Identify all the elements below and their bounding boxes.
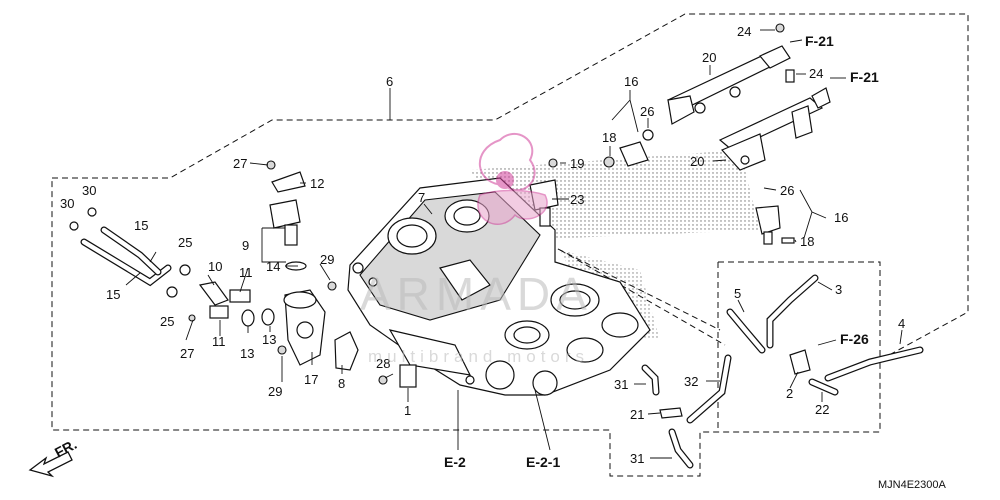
callout-13a: 13 [240,346,254,361]
hose-31b [668,428,694,469]
clip-30a [69,221,79,231]
bolt-24b [785,69,795,83]
callout-31b: 31 [630,451,644,466]
callout-24a: 24 [737,24,751,39]
fuel-rail-lower [718,87,831,171]
fitting-11a [229,289,251,303]
callout-18b: 18 [800,234,814,249]
bracket-12 [266,160,306,193]
ref-f21-lower: F-21 [850,69,879,85]
callout-17: 17 [304,372,318,387]
callout-11b: 11 [212,334,226,349]
joint-2 [789,349,811,375]
callout-16b: 16 [834,210,848,225]
ref-e2: E-2 [444,454,466,470]
callout-9: 9 [242,238,249,253]
callout-26a: 26 [640,104,654,119]
callout-28: 28 [376,356,390,371]
callout-26b: 26 [780,183,794,198]
assembly-boundary [51,13,969,477]
callout-30a: 30 [60,196,74,211]
bracket-1 [399,364,417,388]
callout-25b: 25 [160,314,174,329]
callout-2: 2 [786,386,793,401]
ref-f26: F-26 [840,331,869,347]
callout-16a: 16 [624,74,638,89]
gasket-8 [334,331,359,371]
front-direction-arrow: FR. [28,436,79,478]
callout-13b: 13 [262,332,276,347]
callout-27a: 27 [233,156,247,171]
bracket-10 [198,281,229,306]
joint-17 [283,289,326,366]
callout-12: 12 [310,176,324,191]
leader-lines [125,29,903,459]
callout-11a: 11 [239,265,253,280]
clip-30b [87,207,97,217]
ref-f21-upper: F-21 [805,33,834,49]
callout-20b: 20 [690,154,704,169]
callout-10: 10 [208,259,222,274]
callout-1: 1 [404,403,411,418]
fuel-rail-upper [667,45,791,125]
callout-15b: 15 [106,287,120,302]
bolt-24a [775,23,785,33]
callout-15a: 15 [134,218,148,233]
watermark: ARMADA multibrand motors [360,133,593,366]
hose-5 [726,308,766,354]
injector-upper [603,129,654,168]
callout-25a: 25 [178,235,192,250]
reference-labels: F-21 F-21 F-26 E-2 E-2-1 [444,33,879,470]
callout-5: 5 [734,286,741,301]
callout-27b: 27 [180,346,194,361]
callout-8: 8 [338,376,345,391]
callout-labels: 6 7 27 12 9 14 30 30 15 15 25 25 10 11 1… [60,24,905,466]
fitting-11b [209,305,229,319]
callout-31a: 31 [614,377,628,392]
callout-20a: 20 [702,50,716,65]
screw-27b [188,314,196,322]
callout-3: 3 [835,282,842,297]
callout-18a: 18 [602,130,616,145]
ring-25b [166,286,178,298]
callout-7: 7 [418,190,425,205]
callout-21: 21 [630,407,644,422]
callout-24b: 24 [809,66,823,81]
hose-3 [766,274,819,349]
callout-29a: 29 [320,252,334,267]
diagram-code: MJN4E2300A [878,479,947,491]
hose-31a [641,364,660,396]
hose-group-boundary [717,261,881,430]
hose-4 [824,346,924,382]
watermark-brand: ARMADA [360,268,593,320]
callout-23: 23 [570,192,584,207]
callout-29b: 29 [268,384,282,399]
callout-4: 4 [898,316,905,331]
ref-e2-1: E-2-1 [526,454,560,470]
callout-6: 6 [386,74,393,89]
hose-15 [80,226,172,287]
screw-29a [327,281,337,291]
throttle-body [347,177,651,396]
callout-30b: 30 [82,183,96,198]
callout-22: 22 [815,402,829,417]
watermark-tagline: multibrand motors [368,347,589,366]
o-ring-13b [261,308,275,326]
callout-19: 19 [570,156,584,171]
joint-21 [659,407,683,419]
hose-22 [808,378,839,396]
screw-29b [277,345,287,355]
o-ring-13a [241,309,255,327]
hose-32 [686,354,732,424]
callout-14: 14 [266,259,280,274]
callout-32: 32 [684,374,698,389]
injector-lower [755,205,795,245]
ring-25a [179,264,191,276]
fr-label: FR. [52,436,79,461]
